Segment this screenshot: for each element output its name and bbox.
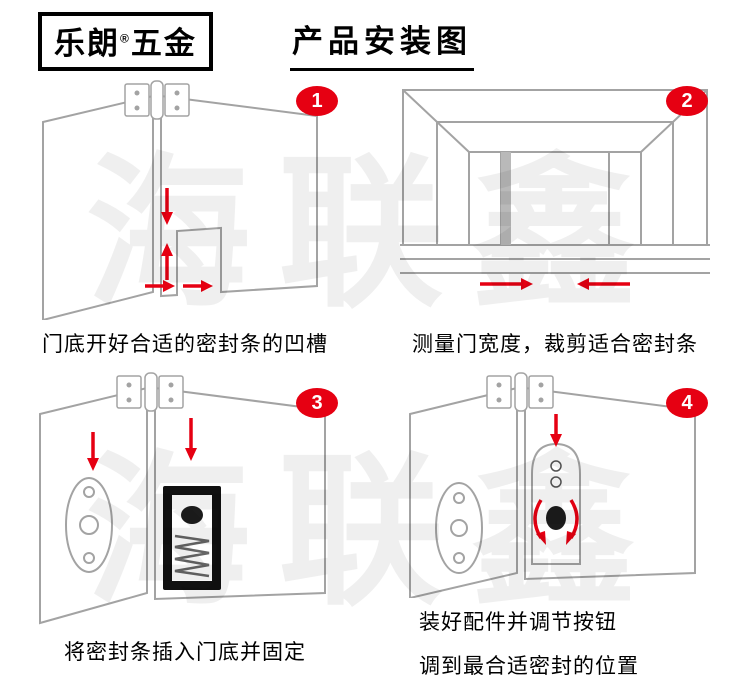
seal-strip-knob	[181, 506, 203, 524]
adjust-arrows	[533, 414, 579, 545]
step-3-illustration	[39, 372, 326, 625]
step-2-illustration	[400, 89, 710, 290]
left-arrow-icon	[577, 278, 589, 290]
step-1-badge: 1	[296, 86, 338, 116]
step-2-caption: 测量门宽度，裁剪适合密封条	[412, 333, 698, 356]
step-panel-2: 2 测量门宽度，裁剪适合密封条	[395, 80, 715, 358]
door-frame-outer	[402, 89, 708, 245]
registered-trademark-icon: ®	[120, 31, 131, 46]
hinge	[486, 372, 554, 412]
step-2-badge: 2	[666, 86, 708, 116]
measure-width-arrows	[480, 278, 630, 290]
down-arrow-icon	[550, 434, 562, 447]
door-opening	[500, 151, 610, 246]
step-3-caption: 将密封条插入门底并固定	[64, 641, 306, 664]
brand-logo-part1: 乐朗	[54, 26, 120, 61]
seal-strip-spring	[174, 534, 210, 578]
brand-logo-part2: 五金	[130, 26, 197, 61]
step-panel-4: 4	[395, 368, 715, 680]
mounting-plate	[65, 477, 113, 573]
step-4-caption-line2: 调到最合适密封的位置	[419, 655, 639, 678]
right-arrow-icon	[521, 278, 533, 290]
door-left-panel	[42, 94, 154, 320]
insert-arrows	[87, 418, 197, 471]
hinge-screws	[126, 382, 174, 403]
step-4-caption-line1: 装好配件并调节按钮	[419, 611, 617, 634]
door-frame-inner	[468, 151, 642, 245]
brand-logo: 乐朗®五金	[38, 12, 213, 71]
groove-height-arrows	[161, 188, 173, 280]
miter-joint-left	[402, 89, 470, 153]
hinge	[124, 80, 190, 120]
step-panel-3: 3	[25, 368, 345, 666]
door-right-panel-with-groove-notch	[160, 94, 318, 298]
step-1-caption: 门底开好合适的密封条的凹槽	[42, 333, 328, 356]
right-arrow-icon	[163, 280, 175, 292]
hinge	[116, 372, 184, 412]
down-arrow-icon	[87, 458, 99, 471]
down-arrow-icon	[185, 448, 197, 461]
hinge-screws	[134, 90, 180, 111]
hinge-screws	[496, 382, 544, 403]
seal-strip	[163, 486, 221, 590]
door-frame-middle	[436, 121, 674, 245]
groove-width-arrows	[145, 280, 213, 292]
step-4-illustration	[409, 372, 696, 598]
step-panel-1: 1	[25, 80, 345, 358]
mounting-plate	[435, 482, 483, 574]
up-arrow-icon	[161, 243, 173, 256]
step-1-illustration	[42, 80, 318, 320]
step-4-badge: 4	[666, 388, 708, 418]
adjust-button	[546, 506, 566, 530]
right-arrow-icon	[201, 280, 213, 292]
step-3-badge: 3	[296, 388, 338, 418]
page-title: 产品安装图	[290, 16, 474, 71]
door-opening-shadow	[501, 152, 511, 245]
down-arrow-icon	[161, 212, 173, 225]
